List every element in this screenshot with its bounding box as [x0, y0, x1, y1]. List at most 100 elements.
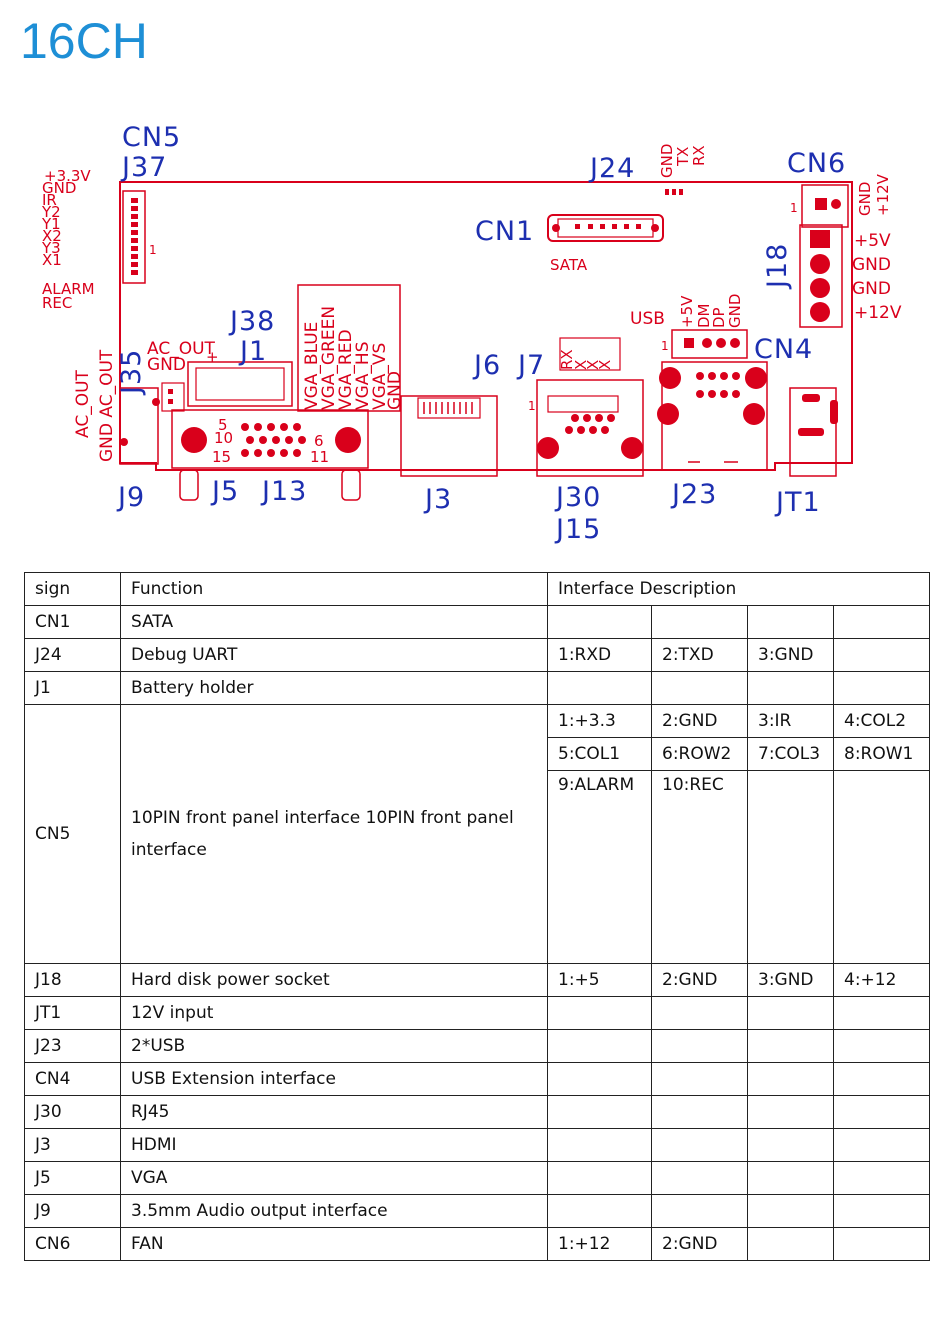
cell-function: VGA: [120, 1161, 548, 1195]
cell-function: 2*USB: [120, 1029, 548, 1063]
label-j23: J23: [670, 479, 717, 510]
cell-pin: [547, 1062, 652, 1096]
cell-pin: [747, 1161, 834, 1195]
cell-function: Hard disk power socket: [120, 963, 548, 997]
cell-sign: CN4: [24, 1062, 121, 1096]
label-j9: J9: [116, 482, 145, 513]
vga-pin-label: VGA_VS: [370, 343, 390, 410]
j18-pin-label: +5V: [854, 231, 891, 251]
label-j24: J24: [588, 153, 635, 184]
cell-pin: [651, 1062, 748, 1096]
j6-pin-label: X: [596, 360, 614, 370]
j35-header: [161, 382, 185, 412]
cell-function: USB Extension interface: [120, 1062, 548, 1096]
cell-function: Battery holder: [120, 671, 548, 705]
cn6-pin-label: +12V: [874, 173, 892, 216]
cn6-pin-one: 1: [790, 201, 798, 215]
label-cn6: CN6: [787, 148, 846, 179]
cell-pin: 2:TXD: [651, 638, 748, 672]
cell-pin: [547, 1161, 652, 1195]
vga-pin-label: VGA_HS: [353, 341, 373, 410]
vga-pin-label: VGA_GREEN: [319, 306, 339, 410]
cell-function: FAN: [120, 1227, 548, 1261]
cell-pin: [651, 1194, 748, 1228]
cell-pin: [747, 1128, 834, 1162]
cell-pin: [747, 770, 834, 964]
cell-pin: [747, 605, 834, 639]
cell-pin: [651, 1029, 748, 1063]
cell-pin: 10:REC: [651, 770, 748, 964]
cell-pin: 3:IR: [747, 704, 834, 738]
cell-pin: 4:COL2: [832, 704, 931, 738]
cell-sign: CN5: [24, 704, 121, 964]
cell-pin: [832, 1128, 931, 1162]
label-j1: J1: [238, 336, 267, 367]
j9-audio-jack: [119, 387, 160, 465]
vga-pin-number: 11: [310, 448, 329, 466]
cn4-pin-label: +5V: [678, 295, 696, 328]
cell-sign: J23: [24, 1029, 121, 1063]
cell-function: Debug UART: [120, 638, 548, 672]
cell-pin: [747, 671, 834, 705]
cn5-pin-label: GND: [42, 179, 76, 197]
vga-pin-number: 5: [218, 416, 228, 434]
cn5-pin-label: Y1: [41, 215, 61, 233]
j24-uart-pins: [665, 189, 683, 195]
cn5-pin-label: X2: [42, 227, 62, 245]
j38-outline: [297, 284, 401, 412]
cell-pin: [747, 1194, 834, 1228]
cell-function: RJ45: [120, 1095, 548, 1129]
cn4-pin-one: 1: [661, 339, 669, 353]
j24-pin-label: TX: [674, 147, 692, 167]
label-jt1: JT1: [774, 487, 821, 518]
cell-pin: [832, 996, 931, 1030]
cell-function: 12V input: [120, 996, 548, 1030]
j23-dual-usb: [657, 361, 768, 471]
cn5-header-pins: [131, 198, 138, 275]
cell-pin: [547, 996, 652, 1030]
label-j15: J15: [554, 514, 601, 545]
j6-pin-label: RX: [558, 349, 576, 370]
cn5-pin-label: +3.3V: [44, 167, 91, 185]
label-cn1: CN1: [475, 216, 534, 247]
cell-sign: J18: [24, 963, 121, 997]
label-j30: J30: [554, 482, 601, 513]
label-j3: J3: [423, 484, 452, 515]
cell-pin: [547, 1029, 652, 1063]
j24-pin-labels: GND TX RX: [658, 144, 708, 178]
cell-pin: [547, 1128, 652, 1162]
label-ac-out-vertical: AC_OUT: [73, 369, 93, 438]
cell-pin: 1:+5: [547, 963, 652, 997]
cn1-sata-connector: [547, 214, 664, 242]
cell-pin: 1:RXD: [547, 638, 652, 672]
cell-pin: [832, 605, 931, 639]
cell-function: HDMI: [120, 1128, 548, 1162]
j18-pin-label: +12V: [854, 303, 902, 323]
cell-function: SATA: [120, 605, 548, 639]
j30-rj45: [536, 379, 644, 477]
board-outline: [119, 181, 853, 471]
vga-pin-number: 6: [314, 432, 324, 450]
cell-pin: [832, 671, 931, 705]
cell-pin: [832, 1194, 931, 1228]
cell-pin: [651, 671, 748, 705]
cn4-pin-label: DP: [710, 307, 728, 328]
cell-sign: JT1: [24, 996, 121, 1030]
cell-pin: [832, 638, 931, 672]
vga-pin-label: GND: [385, 371, 405, 410]
label-j18: J18: [762, 243, 793, 290]
label-cn4: CN4: [754, 334, 813, 365]
cn6-fan-connector: [801, 184, 849, 228]
vga-pin-label: VGA_BLUE: [302, 322, 322, 410]
cell-sign: J3: [24, 1128, 121, 1162]
cell-sign: J5: [24, 1161, 121, 1195]
